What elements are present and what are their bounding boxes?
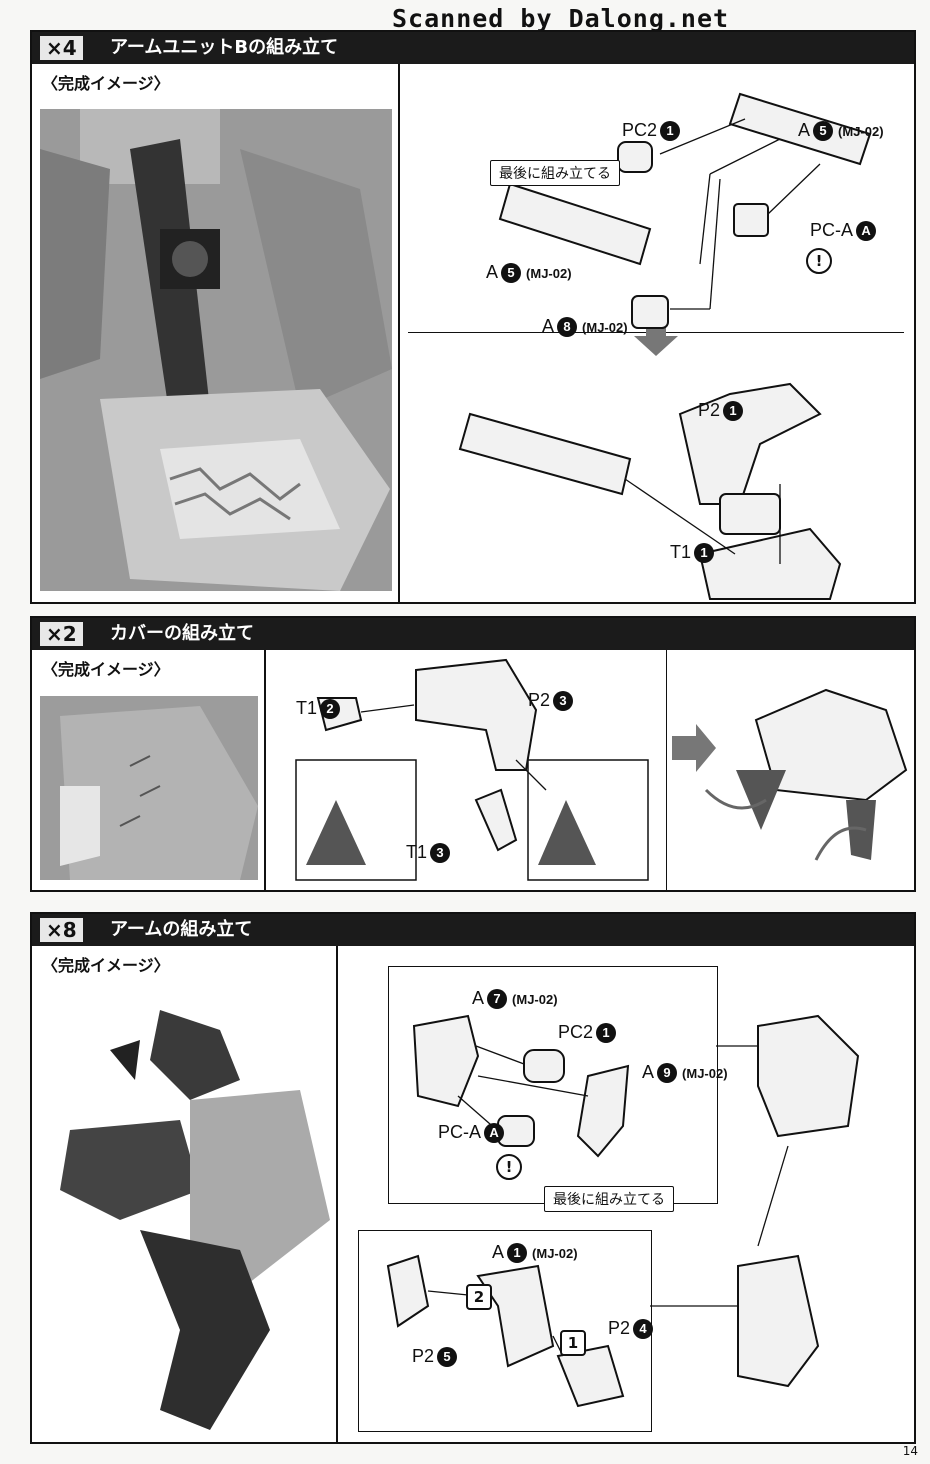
part-name: PC2 bbox=[558, 1022, 594, 1042]
section-header: ×2 カバーの組み立て bbox=[32, 618, 914, 650]
part-name: A bbox=[472, 988, 485, 1008]
part-number: 7 bbox=[487, 989, 508, 1010]
section-title: アームユニットBの組み立て bbox=[110, 37, 339, 58]
step-2-marker: 2 bbox=[466, 1284, 492, 1310]
result-panel bbox=[666, 650, 914, 890]
part-name: P2 bbox=[412, 1346, 435, 1366]
warning-icon: ! bbox=[496, 1154, 522, 1180]
section-arm-unit-b: ×4 アームユニットBの組み立て 〈完成イメージ〉 bbox=[30, 30, 916, 604]
part-number: 5 bbox=[437, 1347, 458, 1368]
part-number: 5 bbox=[813, 121, 834, 142]
complete-image-label: 〈完成イメージ〉 bbox=[42, 74, 170, 93]
part-name: A bbox=[642, 1062, 655, 1082]
part-name: T1 bbox=[670, 542, 692, 562]
part-number: 1 bbox=[694, 543, 715, 564]
part-number: 5 bbox=[501, 263, 522, 284]
part-number: 8 bbox=[557, 317, 578, 338]
watermark: Scanned by Dalong.net bbox=[392, 4, 730, 33]
complete-image-label: 〈完成イメージ〉 bbox=[42, 660, 170, 679]
part-code: (MJ-02) bbox=[582, 319, 628, 335]
part-number: 1 bbox=[723, 401, 744, 422]
part-code: (MJ-02) bbox=[682, 1065, 728, 1081]
step-1-marker: 1 bbox=[560, 1330, 586, 1356]
part-name: P2 bbox=[698, 400, 721, 420]
complete-image-photo bbox=[40, 990, 330, 1430]
part-number: 1 bbox=[660, 121, 681, 142]
part-code: (MJ-02) bbox=[838, 123, 884, 139]
complete-image-panel: 〈完成イメージ〉 bbox=[32, 64, 400, 602]
part-name: PC2 bbox=[622, 120, 658, 140]
note-assemble-last: 最後に組み立てる bbox=[490, 160, 620, 186]
parts-diagram-bottom bbox=[458, 382, 842, 600]
part-number: 3 bbox=[430, 843, 451, 864]
complete-image-photo bbox=[40, 696, 258, 880]
part-name: A bbox=[486, 262, 499, 282]
page-number: 14 bbox=[902, 1444, 918, 1458]
part-number: 3 bbox=[553, 691, 574, 712]
part-number: 4 bbox=[633, 1319, 654, 1340]
part-name: T1 bbox=[406, 842, 428, 862]
part-number: A bbox=[856, 221, 877, 242]
multiplier-badge: ×8 bbox=[40, 918, 83, 942]
multiplier-badge: ×2 bbox=[40, 622, 83, 646]
complete-image-label: 〈完成イメージ〉 bbox=[42, 956, 170, 975]
part-name: P2 bbox=[528, 690, 551, 710]
part-number: 1 bbox=[507, 1243, 528, 1264]
multiplier-badge: ×4 bbox=[40, 36, 83, 60]
part-number: 2 bbox=[320, 699, 341, 720]
part-name: PC-A bbox=[810, 220, 854, 240]
part-number: A bbox=[484, 1123, 505, 1144]
part-code: (MJ-02) bbox=[512, 991, 558, 1007]
section-header: ×4 アームユニットBの組み立て bbox=[32, 32, 914, 64]
cover-parts-diagram bbox=[295, 658, 649, 881]
part-name: A bbox=[492, 1242, 505, 1262]
part-code: (MJ-02) bbox=[532, 1245, 578, 1261]
part-number: 9 bbox=[657, 1063, 678, 1084]
part-name: A bbox=[542, 316, 555, 336]
part-code: (MJ-02) bbox=[526, 265, 572, 281]
part-name: P2 bbox=[608, 1318, 631, 1338]
section-header: ×8 アームの組み立て bbox=[32, 914, 914, 946]
note-assemble-last: 最後に組み立てる bbox=[544, 1186, 674, 1212]
cover-result-diagram bbox=[672, 688, 908, 861]
complete-image-panel: 〈完成イメージ〉 bbox=[32, 946, 338, 1442]
warning-icon: ! bbox=[806, 248, 832, 274]
part-name: T1 bbox=[296, 698, 318, 718]
section-arm: ×8 アームの組み立て 〈完成イメージ〉 bbox=[30, 912, 916, 1444]
parts-diagram-top bbox=[498, 92, 872, 329]
arm-parts-diagram bbox=[386, 1014, 860, 1408]
complete-image-photo bbox=[40, 109, 392, 591]
section-title: カバーの組み立て bbox=[110, 623, 254, 644]
part-name: PC-A bbox=[438, 1122, 482, 1142]
part-name: A bbox=[798, 120, 811, 140]
complete-image-panel: 〈完成イメージ〉 bbox=[32, 650, 266, 890]
part-number: 1 bbox=[596, 1023, 617, 1044]
section-title: アームの組み立て bbox=[110, 919, 253, 940]
